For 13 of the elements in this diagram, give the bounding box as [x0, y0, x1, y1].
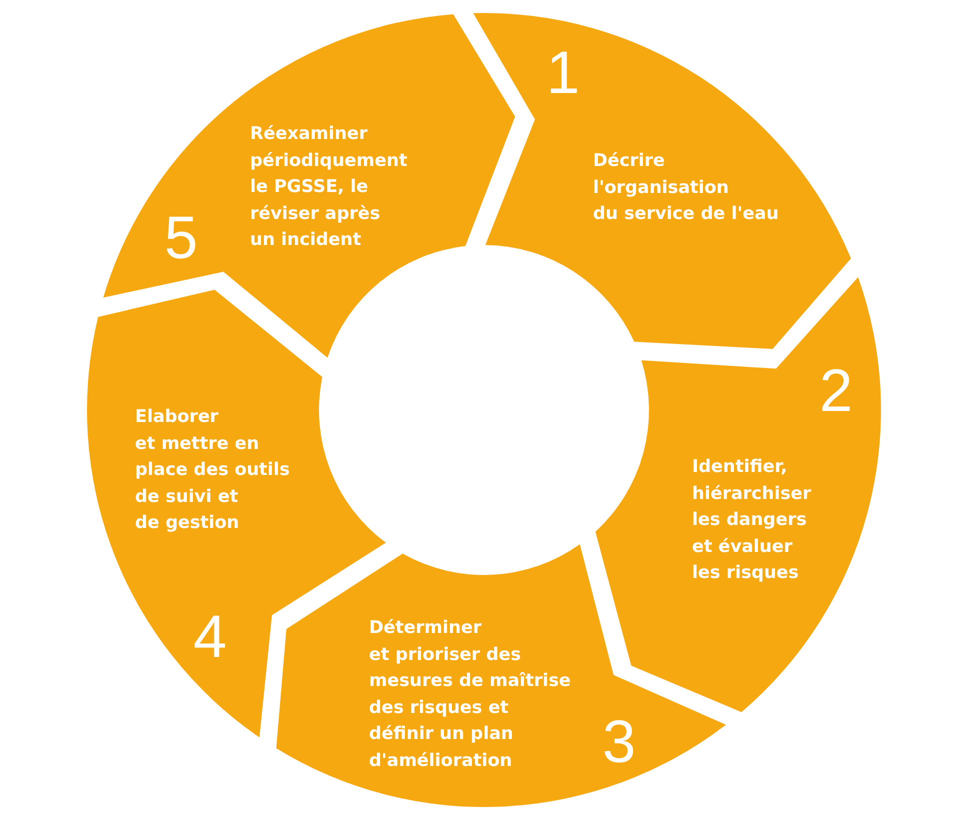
step-text: Décrire l'organisation du service de l'eau: [593, 150, 779, 226]
step-text: Elaborer et mettre en place des outils de suivi et de gestion: [135, 406, 290, 535]
step-number: 3: [602, 718, 636, 766]
ring-segment: [595, 277, 881, 713]
step-text: Réexaminer périodiquement le PGSSE, le réviser après un incident: [250, 123, 408, 252]
step-text: Identifier, hiérarchiser les dangers et évaluer les risques: [692, 456, 812, 585]
ring-segment: [473, 13, 851, 349]
ring-segment: [103, 14, 516, 358]
step-number: 4: [193, 613, 227, 661]
step-number: 5: [164, 214, 198, 262]
step-number: 2: [819, 367, 853, 415]
step-number: 1: [546, 49, 580, 97]
step-text: Déterminer et prioriser des mesures de maîtrise des risques et définir un plan d'amélioration: [369, 617, 571, 772]
